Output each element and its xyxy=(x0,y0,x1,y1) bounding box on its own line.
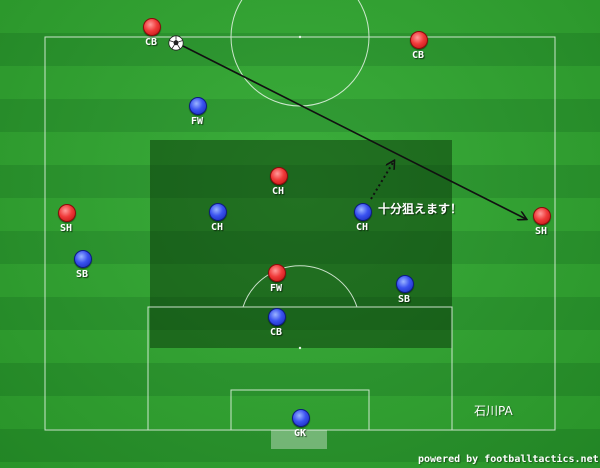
red-player-ch[interactable] xyxy=(270,167,288,185)
center-circle xyxy=(230,36,370,107)
penalty-spot xyxy=(298,346,302,350)
player-label: SH xyxy=(59,223,73,234)
blue-player-ch-right[interactable] xyxy=(354,203,372,221)
player-label: FW xyxy=(190,116,204,127)
player-label: SH xyxy=(534,226,548,237)
touchline xyxy=(44,36,556,431)
blue-player-fw[interactable] xyxy=(189,97,207,115)
player-label: GK xyxy=(293,428,307,439)
player-label: CB xyxy=(411,50,425,61)
blue-player-cb[interactable] xyxy=(268,308,286,326)
blue-player-gk[interactable] xyxy=(292,409,310,427)
red-player-cb-right[interactable] xyxy=(410,31,428,49)
credit-text: powered by footballtactics.net xyxy=(418,454,599,465)
soccer-ball-icon[interactable] xyxy=(168,35,184,51)
midfield-zone-highlight xyxy=(150,140,452,348)
player-label: SB xyxy=(75,269,89,280)
pass-arrow xyxy=(182,45,526,219)
goal-area xyxy=(230,389,370,430)
red-player-sh-right[interactable] xyxy=(533,207,551,225)
center-spot xyxy=(298,35,302,39)
blue-player-ch-left[interactable] xyxy=(209,203,227,221)
penalty-area xyxy=(147,306,453,430)
red-player-sh-left[interactable] xyxy=(58,204,76,222)
player-label: CH xyxy=(355,222,369,233)
run-arrow xyxy=(370,161,394,200)
red-player-cb-left[interactable] xyxy=(143,18,161,36)
annotation-text: 十分狙えます！ xyxy=(378,202,463,216)
player-label: SB xyxy=(397,294,411,305)
center-circle-top xyxy=(230,0,370,38)
player-label: FW xyxy=(269,283,283,294)
player-label: CB xyxy=(269,327,283,338)
red-player-fw[interactable] xyxy=(268,264,286,282)
gk-marker-box xyxy=(271,430,327,449)
penalty-arc xyxy=(242,265,358,308)
player-label: CB xyxy=(144,37,158,48)
blue-player-sb-left[interactable] xyxy=(74,250,92,268)
player-label: CH xyxy=(271,186,285,197)
player-label: CH xyxy=(210,222,224,233)
blue-player-sb-right[interactable] xyxy=(396,275,414,293)
team-name: 石川PA xyxy=(474,404,513,418)
